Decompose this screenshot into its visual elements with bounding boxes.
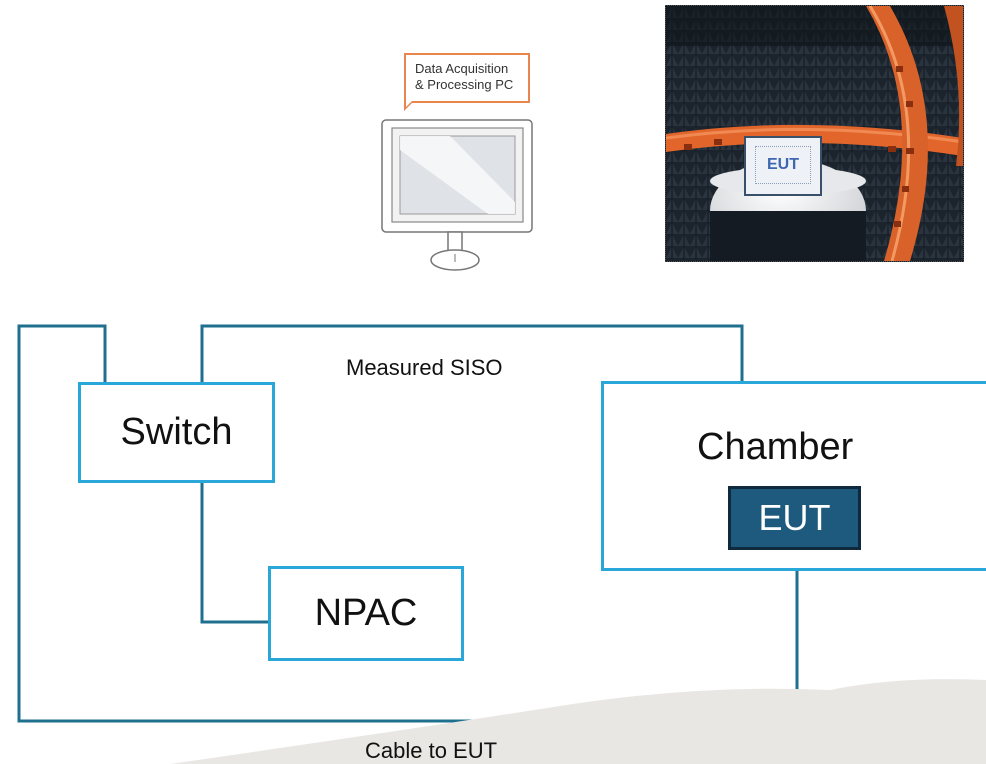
- computer-monitor-icon: [381, 119, 533, 271]
- npac-label: NPAC: [314, 592, 418, 634]
- pc-callout: Data Acquisition & Processing PC: [404, 53, 530, 103]
- measured-siso-line: [200, 324, 744, 382]
- switch-label: Switch: [120, 411, 233, 453]
- chamber-label: Chamber: [697, 426, 854, 468]
- measured-siso-label: Measured SISO: [346, 355, 503, 380]
- anechoic-chamber-photo: [665, 5, 964, 262]
- switch-npac-line: [200, 483, 268, 624]
- eut-box: EUT: [728, 486, 861, 550]
- callout-tail-inner: [406, 101, 412, 107]
- pc-callout-line1: Data Acquisition: [415, 61, 509, 76]
- eut-label: EUT: [758, 497, 831, 538]
- pc-callout-line2: & Processing PC: [415, 77, 514, 92]
- photo-eut-label: EUT: [755, 146, 811, 184]
- npac-box: NPAC: [268, 566, 464, 661]
- cable-to-eut-label: Cable to EUT: [365, 738, 498, 763]
- switch-box: Switch: [78, 382, 275, 483]
